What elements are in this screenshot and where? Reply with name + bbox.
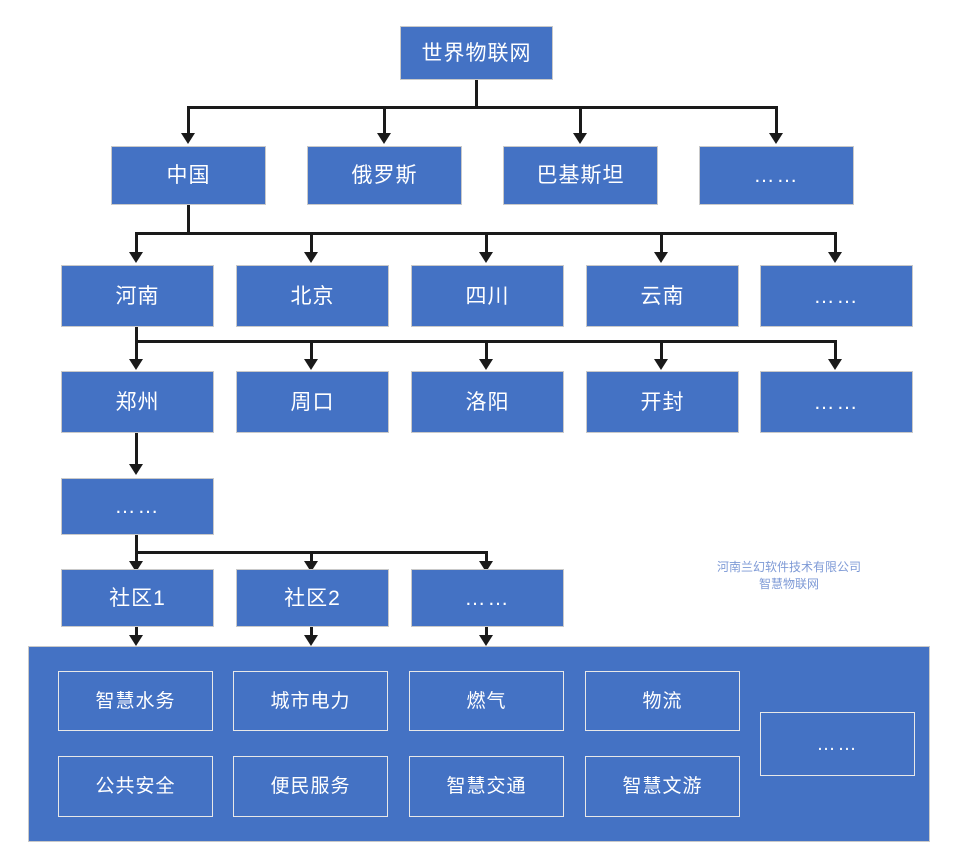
arrow-down-icon [573,133,587,144]
node-pakistan[interactable]: 巴基斯坦 [503,146,658,205]
node-russia[interactable]: 俄罗斯 [307,146,462,205]
node-world-iot[interactable]: 世界物联网 [400,26,553,80]
arrow-down-icon [479,635,493,646]
connector-l4-drop-2 [310,340,313,362]
arrow-down-icon [181,133,195,144]
connector-l5-stem [135,535,138,553]
watermark: 河南兰幻软件技术有限公司 智慧物联网 [624,559,954,593]
node-yunnan[interactable]: 云南 [586,265,739,327]
arrow-down-icon [479,359,493,370]
service-smart-water[interactable]: 智慧水务 [58,671,213,731]
connector-community-2-stem [310,627,313,638]
arrow-down-icon [654,252,668,263]
arrow-down-icon [828,359,842,370]
connector-l6-drop-3 [485,551,488,564]
arrow-down-icon [129,635,143,646]
arrow-down-icon [377,133,391,144]
connector-l6-drop-1 [135,551,138,564]
connector-l2-drop-2 [383,106,386,136]
connector-l3-drop-4 [660,232,663,255]
node-district-more[interactable]: …… [61,478,214,535]
arrow-down-icon [654,359,668,370]
node-kaifeng[interactable]: 开封 [586,371,739,433]
service-more[interactable]: …… [760,712,915,776]
service-gas[interactable]: 燃气 [409,671,564,731]
connector-l3-drop-2 [310,232,313,255]
arrow-down-icon [129,561,143,572]
service-smart-traffic[interactable]: 智慧交通 [409,756,564,817]
arrow-down-icon [769,133,783,144]
connector-l4-stem [135,433,138,467]
watermark-line-2: 智慧物联网 [758,577,819,591]
node-luoyang[interactable]: 洛阳 [411,371,564,433]
connector-community-more-stem [485,627,488,638]
node-community-more[interactable]: …… [411,569,564,627]
node-henan[interactable]: 河南 [61,265,214,327]
connector-l4-drop-4 [660,340,663,362]
arrow-down-icon [304,635,318,646]
connector-l2-stem [187,205,190,235]
arrow-down-icon [129,252,143,263]
arrow-down-icon [129,359,143,370]
service-public-security[interactable]: 公共安全 [58,756,213,817]
arrow-down-icon [304,561,318,572]
node-community-2[interactable]: 社区2 [236,569,389,627]
node-community-1[interactable]: 社区1 [61,569,214,627]
arrow-down-icon [129,464,143,475]
node-china[interactable]: 中国 [111,146,266,205]
connector-l4-drop-5 [834,340,837,362]
arrow-down-icon [828,252,842,263]
arrow-down-icon [304,252,318,263]
node-sichuan[interactable]: 四川 [411,265,564,327]
arrow-down-icon [304,359,318,370]
connector-l1-bus [188,106,777,109]
connector-l2-drop-4 [775,106,778,136]
smart-services-panel: 智慧水务 城市电力 燃气 物流 公共安全 便民服务 智慧交通 智慧文游 …… [28,646,930,842]
connector-l4-drop-1 [135,340,138,362]
node-zhoukou[interactable]: 周口 [236,371,389,433]
connector-l1-stem [475,80,478,108]
service-logistics[interactable]: 物流 [585,671,740,731]
connector-l6-drop-2 [310,551,313,564]
node-beijing[interactable]: 北京 [236,265,389,327]
service-convenience[interactable]: 便民服务 [233,756,388,817]
connector-community-1-stem [135,627,138,638]
node-zhengzhou[interactable]: 郑州 [61,371,214,433]
service-smart-culture-tourism[interactable]: 智慧文游 [585,756,740,817]
node-province-more[interactable]: …… [760,265,913,327]
connector-l3-stem [135,327,138,343]
connector-l2-drop-3 [579,106,582,136]
watermark-line-1: 河南兰幻软件技术有限公司 [716,560,861,574]
connector-l3-drop-5 [834,232,837,255]
node-country-more[interactable]: …… [699,146,854,205]
node-city-more[interactable]: …… [760,371,913,433]
arrow-down-icon [479,252,493,263]
connector-l4-drop-3 [485,340,488,362]
connector-l3-drop-3 [485,232,488,255]
connector-l2-drop-1 [187,106,190,136]
arrow-down-icon [479,561,493,572]
connector-l3-drop-1 [135,232,138,255]
service-city-power[interactable]: 城市电力 [233,671,388,731]
